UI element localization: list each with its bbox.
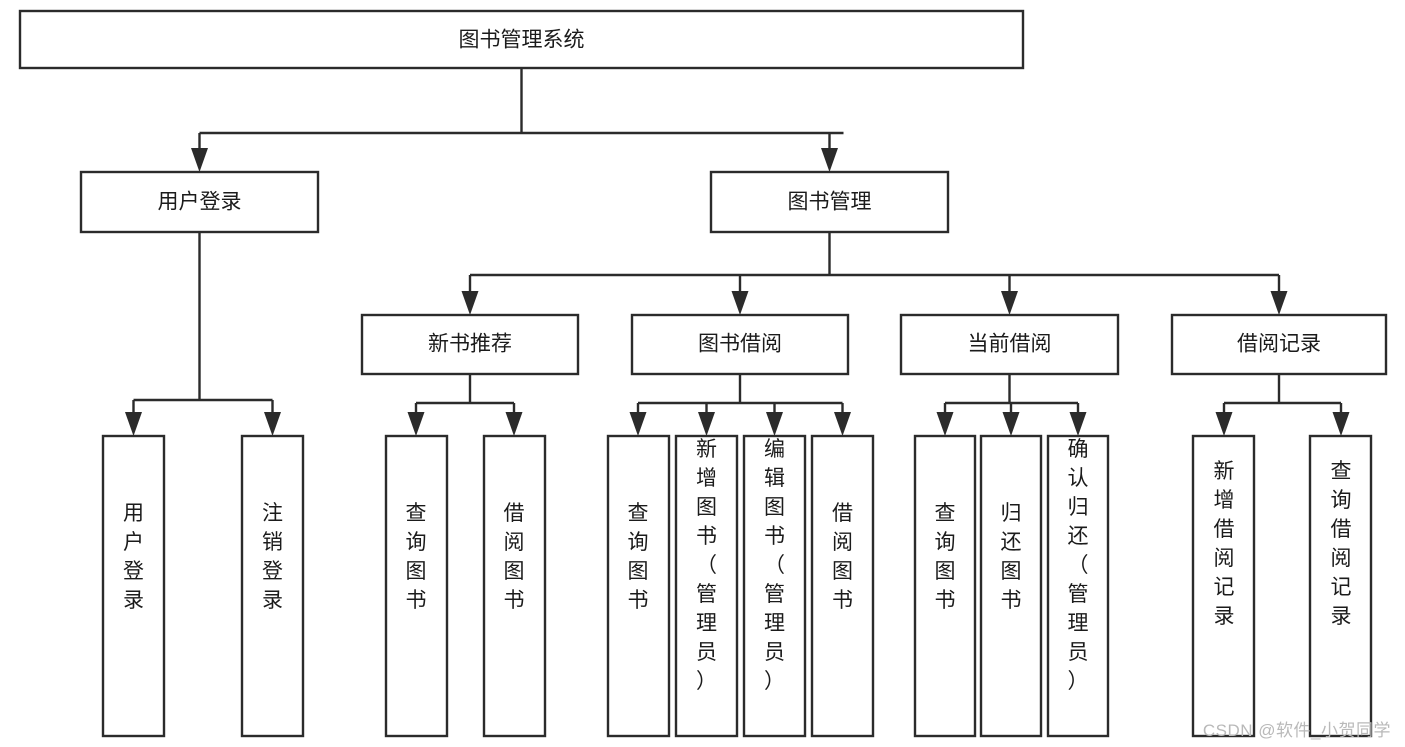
arrow-head-icon-leaf1: [125, 412, 142, 436]
node-box-leaf12[interactable]: [1191, 434, 1256, 738]
node-box-borrow[interactable]: [630, 313, 850, 376]
arrow-head-icon-borrow: [731, 291, 749, 315]
node-box-leaf2[interactable]: [240, 434, 305, 738]
connector-newbook-to-leaves: [414, 374, 516, 420]
node-leaf3[interactable]: 查询图书: [384, 434, 449, 738]
node-leaf1[interactable]: 用户登录: [101, 434, 166, 738]
node-label-leaf10: 归还图书: [1001, 502, 1022, 612]
arrow-head-icon-leaf3: [407, 412, 425, 436]
node-label-leaf7: 编辑图书（管理员）: [764, 438, 785, 693]
arrow-head-icon-leaf5: [629, 412, 647, 436]
node-box-bookmgmt[interactable]: [709, 170, 950, 234]
arrow-head-icon-leaf2: [264, 412, 281, 436]
connector-layer: [125, 68, 1350, 436]
node-box-leaf7[interactable]: [742, 434, 807, 738]
node-leaf10[interactable]: 归还图书: [979, 434, 1043, 738]
arrow-head-icon-leaf4: [505, 412, 523, 436]
node-leaf7[interactable]: 编辑图书（管理员）: [742, 434, 807, 738]
connector-current-to-leaves: [943, 374, 1080, 420]
node-label-bookmgmt: 图书管理: [788, 191, 872, 214]
node-box-leaf6[interactable]: [674, 434, 739, 738]
node-box-leaf11[interactable]: [1046, 434, 1110, 738]
node-login[interactable]: 用户登录: [79, 170, 320, 234]
node-label-borrow: 图书借阅: [698, 333, 782, 356]
node-box-newbook[interactable]: [360, 313, 580, 376]
node-label-leaf3: 查询图书: [406, 502, 427, 612]
node-label-leaf8: 借阅图书: [832, 502, 853, 612]
node-leaf6[interactable]: 新增图书（管理员）: [674, 434, 739, 738]
node-current[interactable]: 当前借阅: [899, 313, 1120, 376]
node-box-root[interactable]: [18, 9, 1025, 70]
node-label-leaf6: 新增图书（管理员）: [696, 438, 717, 693]
arrow-head-icon-bookmgmt: [821, 148, 838, 172]
node-bookmgmt[interactable]: 图书管理: [709, 170, 950, 234]
arrow-head-icon-leaf13: [1332, 412, 1350, 436]
arrow-head-icon-login: [191, 148, 208, 172]
node-newbook[interactable]: 新书推荐: [360, 313, 580, 376]
node-label-leaf1: 用户登录: [123, 502, 144, 612]
arrow-head-icon-leaf7: [766, 412, 783, 436]
arrow-head-icon-leaf12: [1215, 412, 1233, 436]
connector-records-to-leaves: [1222, 374, 1343, 420]
node-label-leaf5: 查询图书: [628, 502, 649, 612]
node-box-leaf10[interactable]: [979, 434, 1043, 738]
node-box-leaf8[interactable]: [810, 434, 875, 738]
arrow-head-icon-current: [1001, 291, 1018, 315]
node-root[interactable]: 图书管理系统: [18, 9, 1025, 70]
node-label-root: 图书管理系统: [459, 29, 585, 52]
node-label-newbook: 新书推荐: [428, 333, 512, 356]
node-leaf9[interactable]: 查询图书: [913, 434, 977, 738]
node-box-records[interactable]: [1170, 313, 1388, 376]
node-leaf11[interactable]: 确认归还（管理员）: [1046, 434, 1110, 738]
connector-login-to-leaves: [132, 232, 274, 420]
connector-bookmgmt-to-level3: [468, 232, 1281, 299]
node-label-leaf12: 新增借阅记录: [1214, 460, 1235, 628]
node-box-current[interactable]: [899, 313, 1120, 376]
node-leaf12[interactable]: 新增借阅记录: [1191, 434, 1256, 738]
node-leaf2[interactable]: 注销登录: [240, 434, 305, 738]
node-box-leaf5[interactable]: [606, 434, 671, 738]
arrow-head-icon-leaf10: [1002, 412, 1020, 436]
arrow-head-icon-newbook: [461, 291, 479, 315]
node-label-leaf11: 确认归还（管理员）: [1068, 438, 1089, 693]
node-label-leaf4: 借阅图书: [504, 502, 525, 612]
node-leaf13[interactable]: 查询借阅记录: [1308, 434, 1373, 738]
node-label-leaf9: 查询图书: [935, 502, 956, 612]
node-borrow[interactable]: 图书借阅: [630, 313, 850, 376]
node-box-leaf4[interactable]: [482, 434, 547, 738]
node-leaf8[interactable]: 借阅图书: [810, 434, 875, 738]
node-label-login: 用户登录: [158, 191, 242, 214]
connector-borrow-to-leaves: [636, 374, 844, 420]
node-label-leaf2: 注销登录: [262, 502, 283, 612]
node-box-leaf3[interactable]: [384, 434, 449, 738]
node-records[interactable]: 借阅记录: [1170, 313, 1388, 376]
arrow-head-icon-leaf8: [834, 412, 851, 436]
node-box-login[interactable]: [79, 170, 320, 234]
node-label-leaf13: 查询借阅记录: [1331, 460, 1352, 628]
arrow-head-icon-records: [1270, 291, 1288, 315]
node-leaf5[interactable]: 查询图书: [606, 434, 671, 738]
node-box-leaf13[interactable]: [1308, 434, 1373, 738]
connector-root-to-level2: [198, 68, 844, 156]
node-label-records: 借阅记录: [1237, 333, 1321, 356]
arrow-head-icon-leaf9: [936, 412, 954, 436]
arrow-head-icon-leaf6: [698, 412, 715, 436]
node-label-current: 当前借阅: [968, 333, 1052, 356]
node-box-leaf9[interactable]: [913, 434, 977, 738]
node-box-leaf1[interactable]: [101, 434, 166, 738]
node-leaf4[interactable]: 借阅图书: [482, 434, 547, 738]
arrow-head-icon-leaf11: [1069, 412, 1087, 436]
